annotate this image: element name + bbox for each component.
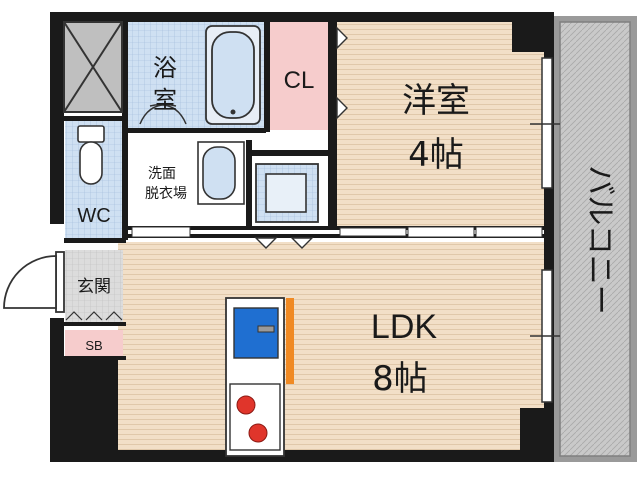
washroom-label-2: 脱衣場 — [145, 186, 187, 202]
entrance-step — [65, 311, 123, 321]
washroom-label-1: 洗面 — [148, 166, 176, 182]
toilet-fixture — [77, 125, 105, 185]
stove-burners — [236, 395, 268, 443]
washbasin — [197, 141, 245, 205]
washing-machine-space — [255, 163, 319, 223]
closet-label: CL — [284, 67, 315, 94]
entrance-door — [3, 251, 65, 313]
kitchen-backsplash — [286, 298, 294, 384]
windows — [530, 57, 560, 403]
kitchen-counter — [225, 297, 285, 457]
bathtub — [205, 25, 261, 125]
balcony — [553, 16, 637, 462]
shoe-box-label: SB — [85, 338, 102, 353]
western-room-size: 4帖 — [408, 135, 464, 175]
entrance-label: 玄関 — [77, 277, 111, 297]
bath-door — [139, 104, 187, 125]
partition-doors — [131, 226, 543, 238]
western-room-name: 洋室 — [402, 81, 470, 121]
bath-label-2: 室 — [153, 86, 177, 114]
closet-doors — [254, 26, 348, 249]
balcony-label: バルコニー — [582, 165, 617, 314]
toilet-label: WC — [77, 205, 110, 227]
pipe-shaft — [63, 21, 123, 113]
bath-label-1: 浴 — [153, 54, 177, 82]
walls — [50, 12, 554, 462]
ldk-room-size: 8帖 — [372, 359, 428, 399]
ldk-room-name: LDK — [371, 308, 437, 346]
